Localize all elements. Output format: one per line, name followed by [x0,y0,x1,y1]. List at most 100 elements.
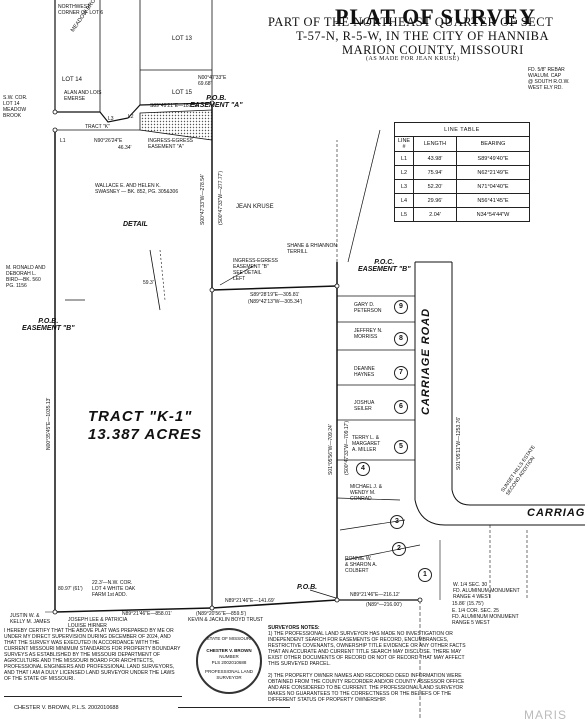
note-1: 1) THE PROFESSIONAL LAND SURVEYOR HAS MA… [268,631,466,667]
bottom-boundary-mid [211,599,338,609]
label-shane: SHANE & RHIANNON TERRILL [287,243,338,255]
cell: N71°04'40"E [456,179,530,194]
lot-number: 1 [418,568,432,582]
label-detail: DETAIL [123,221,148,228]
label-justin: JUSTIN W. & KELLY M. JAMES [10,613,51,625]
label-pob: P.O.B. [297,584,318,591]
label-jean-kruse: JEAN KRUSE [236,204,274,210]
label-ingress-b: INGRESS-EGRESS EASEMENT "B" SEE DETAIL L… [233,258,279,282]
label-kevin: KEVIN & JACKLIN BOYD TRUST [188,617,264,623]
seal-signature-line [178,707,290,708]
cell: N34°54'44"W [456,207,530,222]
lot-number: 5 [394,440,408,454]
cell: N56°41'45"E [456,193,530,208]
label-ingress-a: INGRESS-EGRESS EASEMENT "A" [148,138,194,150]
label-s89-top: S89°49'21"E—187.32' [150,103,200,109]
lot-number: 7 [394,366,408,380]
label-s00-upper: S00°47'33"W—278.54' [200,174,206,225]
bottom-boundary-west [54,607,213,613]
label-owner-deanne: DEANNE HAYNES [354,366,375,378]
header-line-3: MARION COUNTY, MISSOURI [342,43,524,57]
label-1586: 15.86' (15.75') [452,601,484,607]
line-table-header: LINE # [394,136,414,152]
label-carriage-road: CARRIAGE ROAD [420,307,432,415]
label-n00-top: N00°47'33"E 69.68' [198,75,227,87]
label-owner-ronnie: RONNIE W. & SHARON A. COLBERT [345,556,377,574]
cell: 75.94' [413,165,457,180]
middle-boundary [211,285,338,291]
label-46: 46.34' [118,145,132,151]
cell: S89°49'40"E [456,151,530,166]
label-s00-upper2: (S00°47'33"W—277.77') [218,170,224,225]
label-alan-lois: ALAN AND LOIS EMERSE [64,90,102,102]
cell: L2 [394,165,414,180]
label-east-bearing2: (S00°47'33"W—709.17') [344,420,350,475]
label-owner-jeffrey: JEFFREY N. MORRISS [354,328,383,340]
lot-number: 3 [390,515,404,529]
cell: N62°21'49"E [456,165,530,180]
line-table-title: LINE TABLE [394,122,530,137]
label-west-bearing: N00°35'45"E—1035.13' [46,397,52,450]
header-line-4: (AS MADE FOR JEAN KRUSE) [366,56,460,62]
signature-line [4,696,182,697]
lot-number: 4 [356,462,370,476]
cell: L5 [394,207,414,222]
label-tract-k: TRACT "K" [85,124,110,130]
label-l2: L2 [128,114,134,120]
label-joseph: JOSEPH LEE & PATRICIA LOUISE HIRNER [68,617,128,629]
top-boundary [55,102,213,123]
note-2: 2) THE PROPERTY OWNER NAMES AND RECORDED… [268,673,465,703]
label-owner-michael: MICHAEL J. & WENDY M. CONRAD [350,484,383,502]
label-lot13: LOT 13 [172,36,192,42]
label-detail-val: 59.3' [143,280,154,286]
cell: L3 [394,179,414,194]
cell: 29.96' [413,193,457,208]
cell: 2.04' [413,207,457,222]
label-wallace: WALLACE E. AND HELEN K. SWASNEY — BK. 85… [95,183,179,195]
easement-a [139,109,213,141]
label-road-bearing: S01°05'11"W—1253.76' [456,416,462,470]
label-rebar: FD. 5/8" REBAR W/ALUM. CAP @ SOUTH R.O.W… [528,67,570,91]
lot-number: 8 [394,332,408,346]
cell: L4 [394,193,414,208]
label-lot14: LOT 14 [62,77,82,83]
lot-number: 9 [394,300,408,314]
certification-text: I HEREBY CERTIFY THAT THE ABOVE PLAT WAS… [4,628,181,682]
seal-bottom: PROFESSIONAL LAND SURVEYOR [204,669,254,680]
label-acres: 13.387 ACRES [88,426,202,443]
label-lot15: LOT 15 [172,90,192,96]
label-l1: L1 [60,138,66,144]
label-pob-b: P.O.B. EASEMENT "B" [22,318,75,332]
watermark: MARIS [524,708,568,722]
surveyor-notes: SURVEYORS NOTES: 1) THE PROFESSIONAL LAN… [268,625,473,703]
label-n89-bot5: (N89°—216.00') [366,602,402,608]
header-line-1: PART OF THE NORTHEAST QUARTER OF SECT [268,15,554,29]
label-poc-b: P.O.C. EASEMENT "B" [358,259,411,273]
label-e-quarter: E. 1/4 COR. SEC. 25 FD. ALUMINUM MONUMEN… [452,608,519,626]
label-tract-k1: TRACT "K-1" [88,408,193,425]
label-s89-mid: S89°28'19"E—305.81' [250,292,300,298]
label-8097: 80.97' (61') [58,586,83,592]
lot-number: 6 [394,400,408,414]
label-northwest-corner: NORTHWEST CORNER OF LOT 6 [58,4,104,16]
label-n90: N90°26'24"E [94,138,123,144]
line-table-header: BEARING [456,136,530,152]
label-n89-bot4: N89°21'46"E—216.12' [350,592,400,598]
seal-state: STATE OF MISSOURI [206,636,252,641]
cell: 43.98' [413,151,457,166]
label-owner-terry: TERRY L. & MARGARET A. MILLER [352,435,381,453]
cell: 52.20' [413,179,457,194]
label-ronald: M. RONALD AND DEBORAH L. BIRD—BK. 560 PG… [6,265,46,289]
label-l3: L3 [108,116,114,122]
label-east-bearing: S01°05'56"W—709.24' [328,424,334,475]
seal-number: NUMBER PLS 2002010688 [211,654,247,665]
label-carriage: CARRIAGE [527,507,585,519]
lot-number: 2 [392,542,406,556]
label-w-quarter: W. 1/4 SEC. 30 FD. ALUMINUM MONUMENT RAN… [453,582,520,600]
label-sw-corner: S.W. COR. LOT 14 MEADOW BROOK [3,95,28,119]
